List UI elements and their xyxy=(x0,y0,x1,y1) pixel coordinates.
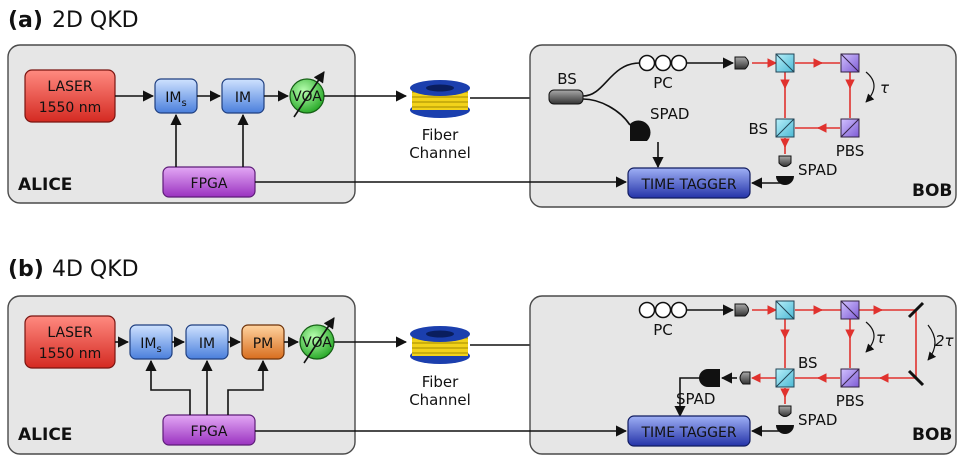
bs-top-a-label: BS xyxy=(557,70,577,88)
beamsplitter-mid-a xyxy=(775,118,795,138)
bob-label-a: BOB xyxy=(912,181,952,201)
pc-loops-a xyxy=(638,54,688,72)
pc-a-label: PC xyxy=(653,74,673,92)
laser-b-line1: LASER xyxy=(47,325,92,341)
beamsplitter-top-b xyxy=(775,300,795,320)
collimator-bottom-a xyxy=(778,155,792,167)
mirror-bottom-b xyxy=(907,369,925,387)
spad-bottom-a-label: SPAD xyxy=(798,161,837,179)
collimator-a xyxy=(734,56,749,70)
pc-b-label: PC xyxy=(653,321,673,339)
alice-label-a: ALICE xyxy=(18,175,72,195)
mirror-top-b xyxy=(907,301,925,319)
fpga-b-label: FPGA xyxy=(191,424,228,440)
im-b-label: IM xyxy=(199,336,215,352)
panel-b: (b) 4D QKD ALICE LASER 1550 nm IMs IM PM… xyxy=(7,257,957,455)
ims-a-label: IMs xyxy=(165,90,186,109)
fiber-a-line1: Fiber xyxy=(422,126,459,144)
spad-bottom-b-label: SPAD xyxy=(798,411,837,429)
beamsplitter-top-a xyxy=(775,53,795,73)
fiber-a-line2: Channel xyxy=(409,144,471,162)
pbs-a-label: PBS xyxy=(836,142,865,160)
pm-b-label: PM xyxy=(253,336,274,352)
pbs-a xyxy=(840,118,860,138)
pbs-b xyxy=(840,368,860,388)
collimator-left-b xyxy=(739,371,751,385)
voa-b-adjust-arrow xyxy=(303,317,335,364)
wire-spad-bottom-tt-b xyxy=(750,425,786,437)
two-tau-arrow-b xyxy=(927,324,937,361)
tau-a-label: τ xyxy=(880,79,890,97)
panel-b-title: 4D QKD xyxy=(52,257,139,282)
fiber-to-pc-a xyxy=(582,62,641,97)
spad-left-b xyxy=(699,369,720,387)
panel-b-tag: (b) xyxy=(8,257,44,282)
laser-a-line2: 1550 nm xyxy=(39,100,102,116)
fiber-spool-a xyxy=(410,80,470,118)
pbs-top-b xyxy=(840,300,860,320)
tau-arrow-a xyxy=(865,71,875,103)
time-tagger-b-label: TIME TAGGER xyxy=(640,425,736,441)
alice-label-b: ALICE xyxy=(18,425,72,445)
im-a-label: IM xyxy=(235,90,251,106)
wire-spad-left-tt-b xyxy=(674,377,704,418)
collimator-b xyxy=(734,303,749,317)
mirror-top-right-a xyxy=(840,53,860,73)
ims-b-label: IMs xyxy=(140,336,161,355)
wire-fpga-pm-b xyxy=(227,359,269,415)
bs-b-label: BS xyxy=(798,354,818,372)
collimator-bottom-b xyxy=(778,405,792,417)
voa-a-adjust-arrow xyxy=(293,71,325,118)
beamsplitter-mid-b xyxy=(775,368,795,388)
spad-left-b-label: SPAD xyxy=(676,390,715,408)
time-tagger-a xyxy=(627,167,751,199)
pbs-b-label: PBS xyxy=(836,392,865,410)
bs-mid-a-label: BS xyxy=(748,120,768,138)
fiber-b-line1: Fiber xyxy=(422,373,459,391)
laser-b-line2: 1550 nm xyxy=(39,346,102,362)
panel-a-title: 2D QKD xyxy=(52,8,139,33)
fiber-b-line2: Channel xyxy=(409,391,471,409)
spad-top-a-label: SPAD xyxy=(650,105,689,123)
spad-top-a xyxy=(630,120,651,141)
wire-spad-bottom-tt-a xyxy=(750,177,786,189)
fpga-b xyxy=(162,414,256,446)
wire-fpga-ims-b xyxy=(145,359,191,415)
panel-a: (a) 2D QKD ALICE LASER 1550 nm IMs IM VO… xyxy=(7,8,957,208)
time-tagger-a-label: TIME TAGGER xyxy=(640,177,736,193)
tau-arrow-b xyxy=(865,321,875,353)
two-tau-b-label: 2τ xyxy=(935,332,955,350)
tau-b-label: τ xyxy=(876,329,886,347)
pc-loops-b xyxy=(638,301,688,319)
panel-a-tag: (a) xyxy=(8,8,43,33)
bob-label-b: BOB xyxy=(912,425,952,445)
laser-a-line1: LASER xyxy=(47,79,92,95)
fiber-to-spad-a xyxy=(582,98,631,126)
fpga-a-label: FPGA xyxy=(191,176,228,192)
bs-coupler-a xyxy=(548,89,584,105)
fiber-spool-b xyxy=(410,326,470,364)
time-tagger-b xyxy=(627,415,751,447)
